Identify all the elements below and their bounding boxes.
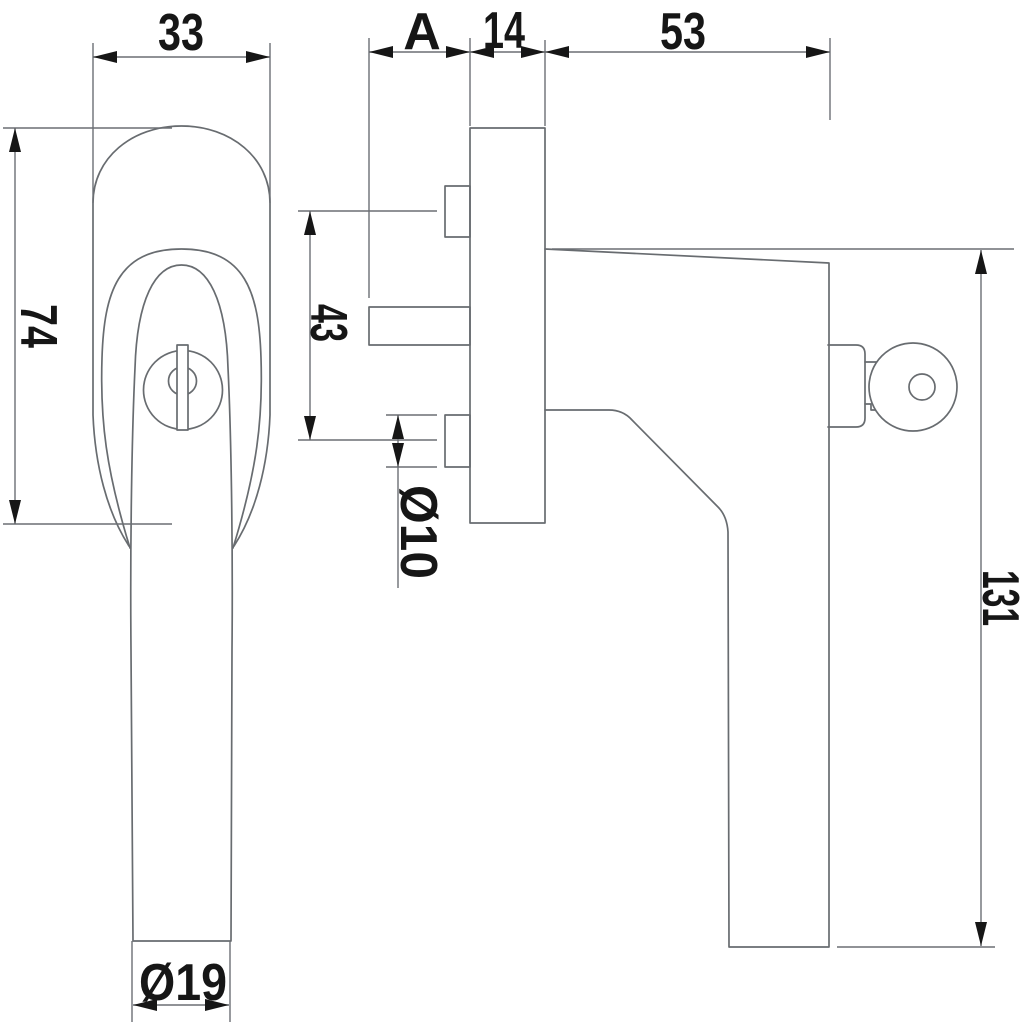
dimension-d19: Ø19 — [131, 941, 231, 1022]
front-view — [92, 125, 271, 942]
dimension-label-33: 33 — [158, 4, 204, 62]
dimension-33: 33 — [92, 4, 271, 203]
dimension-label-d19: Ø19 — [139, 954, 227, 1012]
dimension-label-14: 14 — [483, 2, 525, 60]
dimension-label-74: 74 — [9, 304, 67, 348]
dimension-label-43: 43 — [299, 304, 357, 342]
dimension-43: 43 — [298, 210, 437, 441]
side-view — [368, 127, 958, 948]
dimension-53: 53 — [545, 3, 831, 120]
dimension-14: 14 — [469, 2, 546, 126]
dimension-74: 74 — [3, 127, 172, 525]
rosette-inner-outline — [100, 248, 263, 549]
backplate — [469, 127, 546, 524]
dimension-label-53: 53 — [660, 3, 706, 61]
handle-side-outline — [544, 248, 830, 948]
screw-boss-bottom — [444, 414, 471, 468]
dimension-label-d10: Ø10 — [389, 485, 447, 579]
key-bow-hole — [908, 373, 936, 401]
dimension-A: A — [368, 3, 470, 298]
rosette-outer-outline — [92, 125, 271, 547]
key-bow-circle — [868, 342, 958, 432]
dimension-131: 131 — [552, 248, 1024, 948]
screw-boss-top — [444, 185, 471, 238]
dimension-label-A: A — [403, 3, 441, 61]
keyhole-slot — [176, 344, 189, 431]
spindle — [368, 306, 471, 346]
dimension-label-131: 131 — [971, 570, 1024, 626]
lock-housing — [827, 344, 866, 428]
grip-outline — [129, 264, 234, 942]
dimension-d10: Ø10 — [386, 414, 447, 588]
